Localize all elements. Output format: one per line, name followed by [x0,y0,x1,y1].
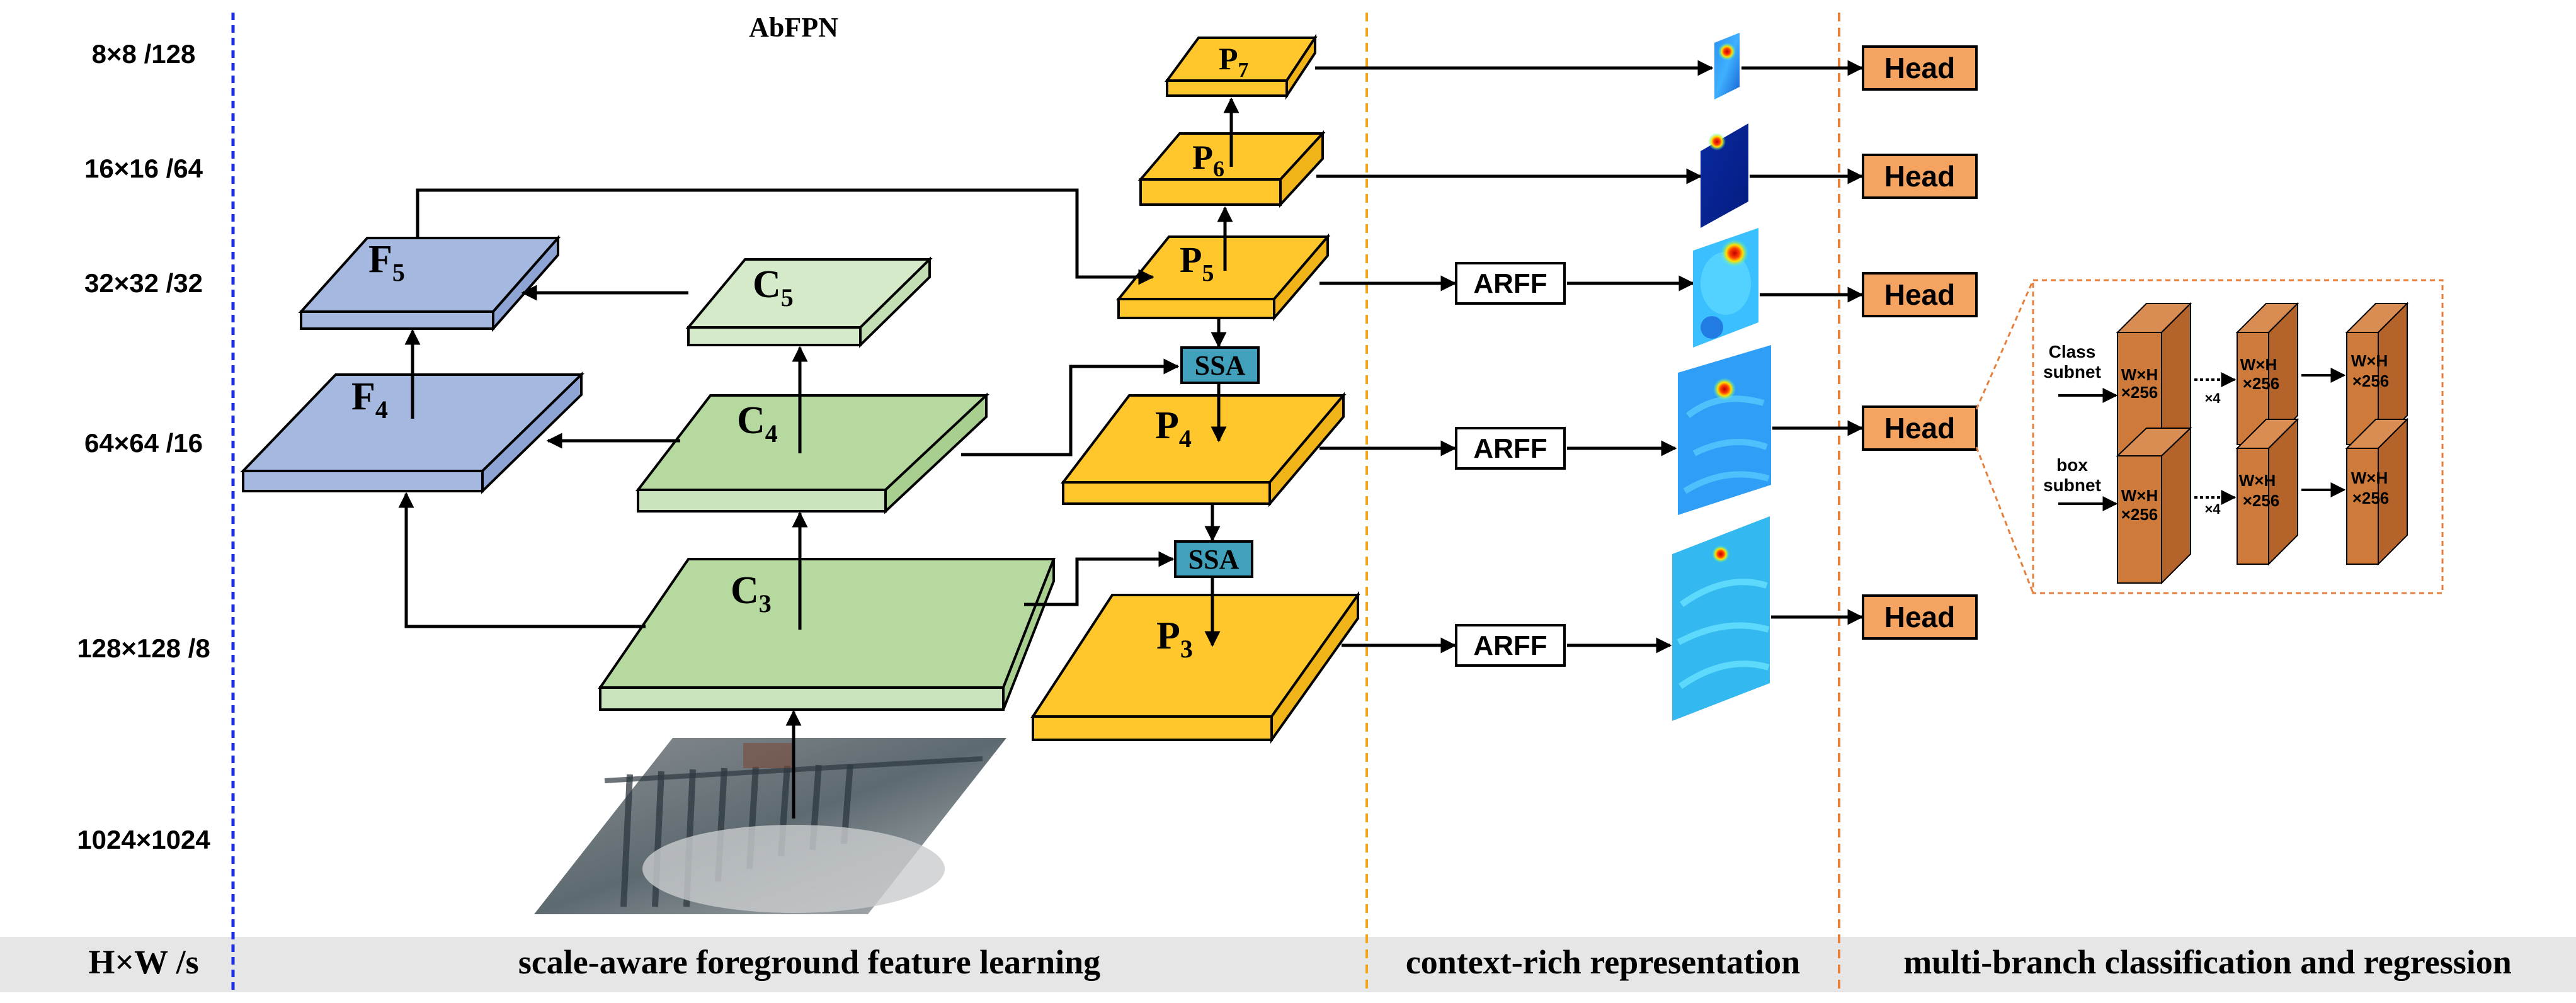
svg-text:×4: ×4 [2204,390,2221,406]
ssa-block-upper: SSA [1180,346,1260,384]
p6-label: P6 [1192,139,1224,181]
svg-text:ARFF: ARFF [1473,630,1547,661]
c4-slab [635,392,990,514]
arff-block-p3: ARFF [1455,624,1566,667]
svg-text:Head: Head [1884,52,1955,84]
p3-slab [1030,591,1360,744]
bottom-label-section1: scale-aware foreground feature learning [518,943,1100,981]
c5-slab [685,256,933,348]
svg-text:Class: Class [2049,342,2096,361]
heatmap-p5 [1693,228,1758,348]
scale-label-1024: 1024×1024 [77,825,210,854]
p5-label: P5 [1180,239,1214,286]
head-p6: Head [1862,154,1978,199]
svg-text:W×H: W×H [2121,486,2158,505]
svg-text:×256: ×256 [2352,371,2390,390]
head-p5: Head [1862,272,1978,317]
svg-text:W×H: W×H [2240,355,2277,374]
svg-text:SSA: SSA [1195,350,1246,381]
svg-text:W×H: W×H [2121,365,2158,384]
f5-label: F5 [368,238,405,286]
c3-label: C3 [731,569,772,618]
svg-text:W×H: W×H [2351,351,2388,370]
box-subnet: box subnet W×H ×256 ×4 W×H ×256 W×H ×256 [2043,417,2409,585]
scale-label-128: 128×128 /8 [77,633,210,663]
svg-text:Head: Head [1884,601,1955,633]
svg-text:Head: Head [1884,278,1955,311]
heatmap-p6 [1701,123,1748,228]
c5-label: C5 [753,263,794,312]
diagram-title: AbFPN [749,12,838,43]
p4-label: P4 [1155,404,1192,453]
f4-label: F4 [351,375,388,424]
svg-text:×256: ×256 [2352,489,2390,507]
heatmap-p3 [1672,516,1770,721]
bottom-label-section2: context-rich representation [1406,943,1800,981]
ssa-block-lower: SSA [1174,540,1253,578]
scale-label-64: 64×64 /16 [84,428,203,458]
heatmap-p7 [1714,33,1740,99]
arff-block-p5: ARFF [1455,262,1566,305]
head-p3: Head [1862,594,1978,640]
svg-text:×256: ×256 [2121,505,2158,524]
f4-slab [240,371,584,494]
bottom-band [0,937,2576,992]
svg-text:ARFF: ARFF [1473,433,1547,464]
f5-slab [298,234,561,332]
bottom-label-section3: multi-branch classification and regressi… [1903,943,2512,981]
p3-label: P3 [1156,615,1193,663]
p7-label: P7 [1219,41,1249,82]
c3-slab [598,558,1056,711]
svg-text:Head: Head [1884,412,1955,445]
bottom-label-scale: H×W /s [88,943,198,981]
svg-text:×4: ×4 [2204,501,2221,517]
svg-text:W×H: W×H [2239,471,2276,490]
svg-text:SSA: SSA [1188,544,1240,575]
input-image [534,738,1006,914]
svg-text:Head: Head [1884,160,1955,193]
class-subnet: Class subnet W×H ×256 ×4 W×H ×256 W×H ×2… [2043,302,2409,462]
svg-text:subnet: subnet [2043,362,2101,382]
p7-slab [1165,33,1318,100]
head-p4: Head [1862,405,1978,451]
svg-text:×256: ×256 [2121,383,2158,402]
p4-slab [1060,392,1347,507]
head-p7: Head [1862,45,1978,91]
c4-label: C4 [737,399,778,448]
svg-text:ARFF: ARFF [1473,268,1547,299]
svg-text:subnet: subnet [2043,475,2101,495]
svg-text:×256: ×256 [2243,374,2280,393]
heatmap-p4 [1678,345,1771,515]
scale-label-32: 32×32 /32 [84,268,203,298]
arff-block-p4: ARFF [1455,427,1566,470]
svg-text:box: box [2056,455,2088,475]
svg-text:W×H: W×H [2351,468,2388,487]
svg-text:×256: ×256 [2243,491,2280,510]
scale-label-8: 8×8 /128 [92,39,196,69]
head-detail-callout [1975,279,2444,594]
scale-label-16: 16×16 /64 [84,154,203,183]
